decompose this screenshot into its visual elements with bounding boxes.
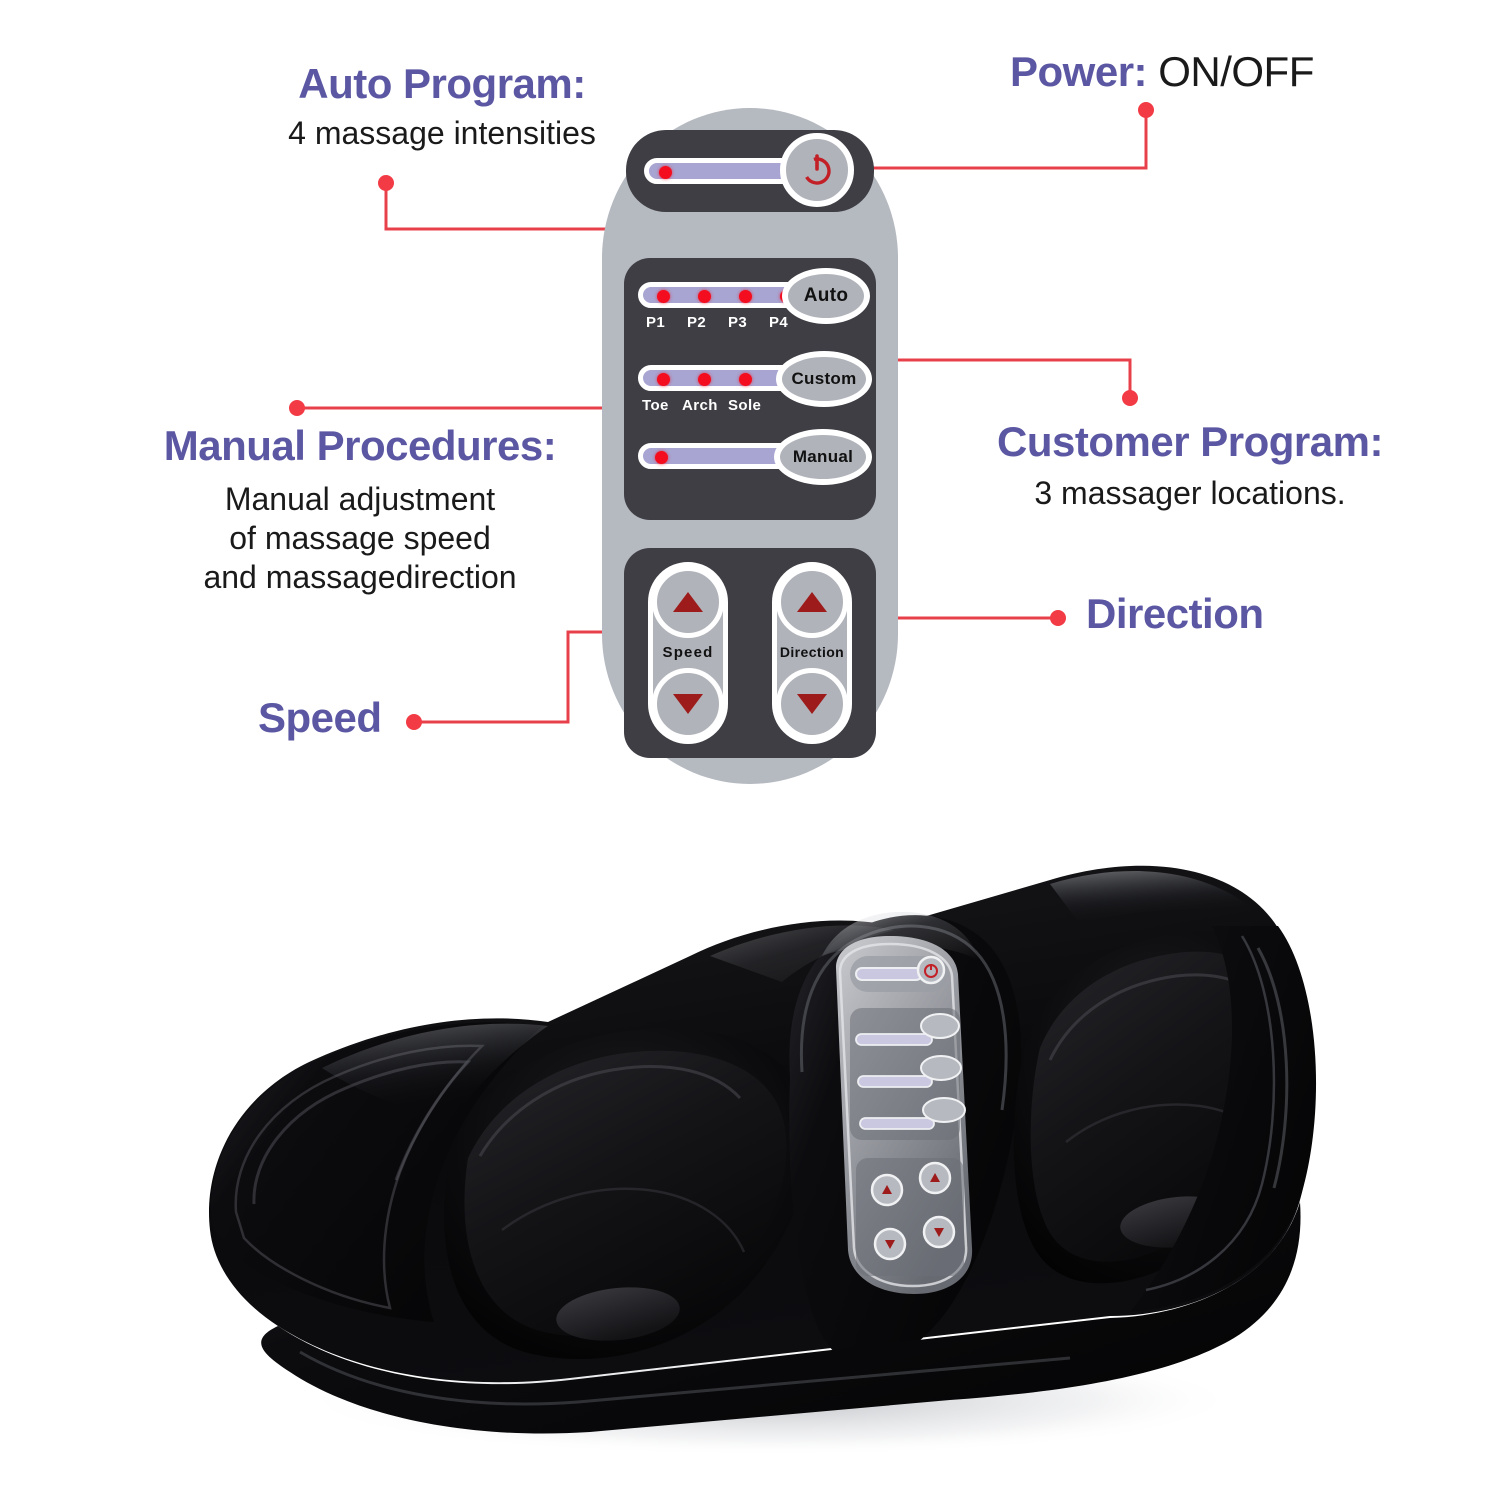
callout-manual-procedures-line3: and massagedirection [203,559,517,596]
auto-led-p3 [739,290,752,303]
callout-manual-procedures-line2: of massage speed [229,520,491,557]
left-sole-pad [556,1287,680,1341]
device-custom-button[interactable] [920,1055,962,1081]
callout-direction: Direction [1086,590,1264,637]
callout-customer-program-title: Customer Program: [997,418,1383,465]
custom-tick-sole: Sole [728,397,762,414]
remote-power-panel [626,130,874,212]
device-manual-button[interactable] [922,1097,966,1123]
custom-button[interactable]: Custom [776,351,872,407]
triangle-down-icon [673,694,703,714]
manual-button[interactable]: Manual [774,429,872,485]
remote-programs-panel: Auto P1 P2 P3 P4 Custom Toe Arch Sole [624,258,876,520]
device-direction-up-icon [930,1173,940,1182]
device-control-panel [836,936,973,1294]
device-speed-down-icon [885,1240,895,1249]
callout-auto-program: Auto Program: 4 massage intensities [262,60,622,153]
massager-right-wing-crease [1145,935,1276,1292]
auto-tick-p1: P1 [646,314,666,331]
direction-down-button[interactable] [776,668,848,740]
custom-led-toe [657,373,670,386]
callout-manual-procedures-title: Manual Procedures: [163,422,557,469]
direction-up-button[interactable] [776,566,848,638]
massager-base [261,1202,1301,1434]
body-gloss-left [322,1023,548,1118]
speed-up-button[interactable] [652,566,724,638]
callout-power-title-bold: Power: [1010,48,1148,95]
custom-button-label: Custom [791,369,857,388]
left-liner-seam [478,1065,742,1157]
triangle-down-icon [797,694,827,714]
device-panel-bezel [838,942,968,1288]
triangle-up-icon [797,592,827,612]
product-photo-foot-massager [208,865,1317,1456]
auto-tick-p4: P4 [769,314,789,331]
manual-button-label: Manual [792,447,854,466]
custom-led-sole [739,373,752,386]
power-led [659,166,672,179]
auto-led-p1 [657,290,670,303]
callout-power-title-rest: ON/OFF [1158,48,1314,95]
device-auto-strip [855,1033,933,1046]
callout-customer-program: Customer Program: 3 massager locations. [960,418,1420,513]
left-cloth-liner [464,1050,787,1337]
device-auto-button[interactable] [920,1013,960,1039]
connector-dot-direction [1050,610,1066,626]
callout-auto-program-body: 4 massage intensities [288,115,596,152]
connector-dot-customer [1122,390,1138,406]
callout-power-title: Power: ON/OFF [1010,48,1314,95]
power-button[interactable] [780,133,854,207]
auto-led-p2 [698,290,711,303]
manual-led [655,451,668,464]
massager-base-highlight [299,1350,1071,1406]
auto-tick-p3: P3 [728,314,748,331]
callout-direction-title: Direction [1086,590,1264,637]
auto-button[interactable]: Auto [782,268,870,324]
callout-speed-title: Speed [258,694,382,741]
device-speed-up-icon [882,1185,892,1194]
body-gloss-center [710,925,894,982]
auto-tick-p2: P2 [687,314,707,331]
callout-manual-procedures: Manual Procedures: Manual adjustment of … [110,422,610,597]
connector-dot-speed [406,714,422,730]
custom-led-arch [698,373,711,386]
triangle-up-icon [673,592,703,612]
device-manual-strip [859,1117,935,1130]
power-icon [803,154,831,185]
remote-controls-panel: Speed Direction [624,548,876,758]
connector-dot-manual [289,400,305,416]
speed-down-button[interactable] [652,668,724,740]
callout-manual-procedures-line1: Manual adjustment [224,481,496,518]
remote-control: Auto P1 P2 P3 P4 Custom Toe Arch Sole [602,108,898,784]
speed-label: Speed [662,644,714,661]
callout-auto-program-title: Auto Program: [298,60,586,107]
callout-power: Power: ON/OFF [1010,48,1314,95]
massager-right-wing-highlight [1256,947,1289,1189]
left-liner-fold [501,1187,746,1253]
device-power-strip [855,967,923,981]
device-custom-strip [857,1075,933,1088]
connector-dot-auto [378,175,394,191]
custom-tick-arch: Arch [682,397,718,414]
auto-button-label: Auto [803,285,849,306]
device-direction-down-icon [934,1228,944,1237]
connector-dot-power [1138,102,1154,118]
direction-label: Direction [779,644,845,660]
callout-customer-program-body: 3 massager locations. [1034,475,1346,512]
center-column-gloss [822,911,978,960]
body-gloss-right [1050,871,1262,924]
callout-speed: Speed [258,694,382,741]
custom-tick-toe: Toe [642,397,669,414]
